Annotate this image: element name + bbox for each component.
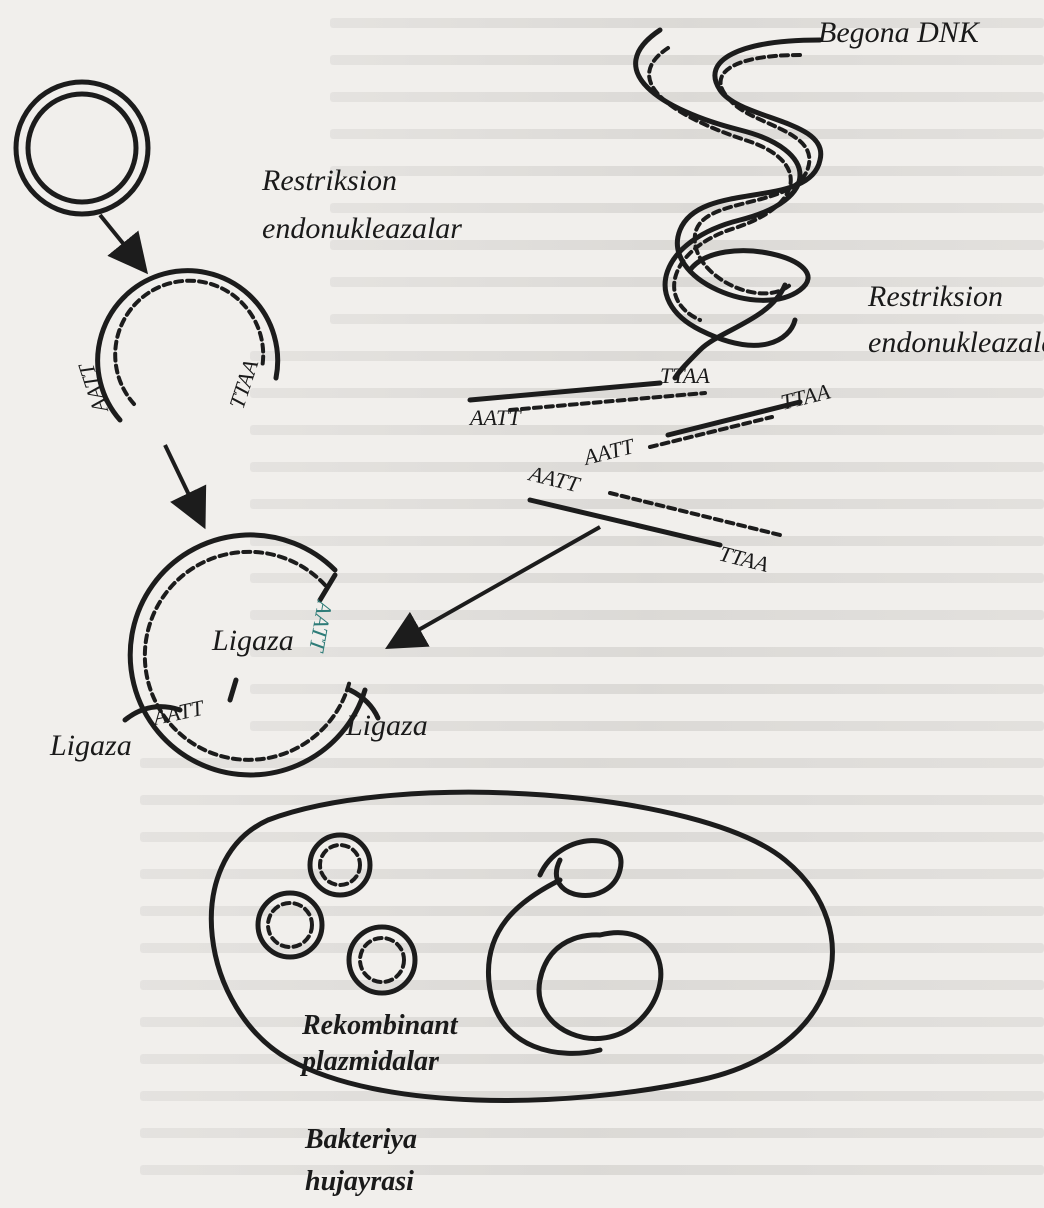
frag3-bottom-seq: TTAA	[717, 541, 772, 577]
frag1-bottom-seq: AATT	[468, 405, 522, 430]
label-recombinant-2: plazmidalar	[300, 1046, 440, 1077]
label-bacterium-1: Bakteriya	[304, 1124, 417, 1155]
label-bacterium-2: hujayrasi	[305, 1166, 414, 1197]
arrow-insert	[392, 527, 600, 645]
label-ligase-left: Ligaza	[49, 729, 132, 762]
frag1-top-seq: TTAA	[660, 363, 710, 388]
frag2-bottom-seq: AATT	[579, 433, 638, 470]
label-ligase-center: Ligaza	[211, 624, 294, 657]
cut-plasmid-end-right: TTAA	[224, 356, 263, 412]
arrow-ligation	[165, 445, 202, 522]
label-restriction-left-2: endonukleazalar	[262, 212, 462, 245]
arrow-cut-plasmid	[100, 215, 143, 268]
dna-fragment-2	[650, 402, 800, 447]
label-restriction-right-1: Restriksion	[867, 280, 1003, 313]
intact-plasmid	[16, 82, 148, 214]
foreign-dna-coil	[636, 30, 821, 378]
ligated-end-left: AATT	[149, 695, 207, 731]
label-ligase-right: Ligaza	[345, 709, 428, 742]
label-restriction-left-1: Restriksion	[261, 164, 397, 197]
frag3-top-seq: AATT	[525, 460, 584, 497]
frag2-top-seq: TTAA	[778, 378, 833, 414]
label-recombinant-1: Rekombinant	[301, 1010, 459, 1041]
ligated-end-right: AATT	[304, 597, 338, 655]
cut-plasmid-end-left: AATT	[73, 359, 114, 418]
label-foreign-dna: Begona DNK	[818, 16, 981, 49]
dna-fragment-3	[530, 493, 780, 545]
label-restriction-right-2: endonukleazalar	[868, 326, 1044, 359]
